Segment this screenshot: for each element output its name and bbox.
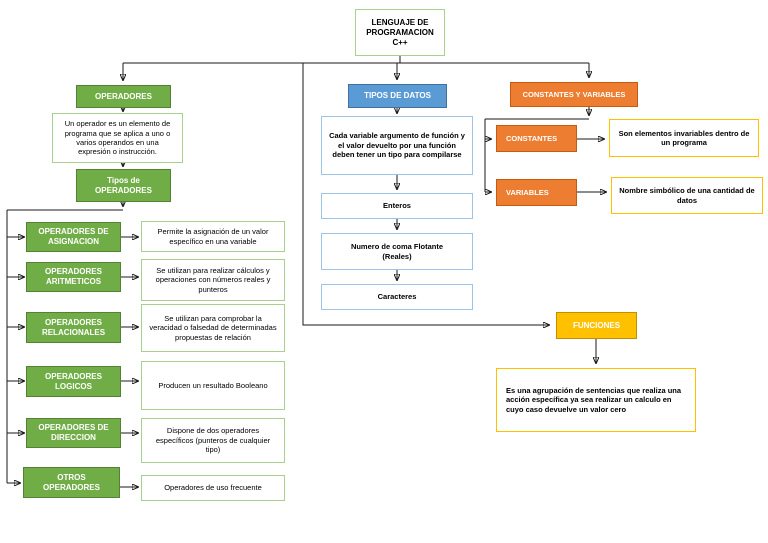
datatype-label: Numero de coma Flotante (Reales) [350,242,444,261]
datatype-label: Caracteres [377,292,417,302]
operator-desc-direccion-node: Dispone de dos operadores específicos (p… [141,418,285,463]
operator-desc-relacionales-node: Se utilizan para comprobar la veracidad … [141,304,285,352]
operadores-definition-text: Un operador es un elemento de programa q… [64,119,171,157]
operator-type-label: OTROS OPERADORES [43,472,100,492]
funciones-desc-node: Es una agrupación de sentencias que real… [496,368,696,432]
constantes-desc-text: Son elementos invariables dentro de un p… [618,128,750,147]
constantes-label: CONSTANTES [506,133,558,143]
operator-type-label: OPERADORES RELACIONALES [41,317,106,337]
operator-desc-text: Dispone de dos operadores específicos (p… [155,426,271,455]
funciones-node: FUNCIONES [556,312,637,339]
operator-type-aritmeticos-node: OPERADORES ARITMETICOS [26,262,121,292]
operator-desc-text: Producen un resultado Booleano [158,380,268,390]
operator-desc-aritmeticos-node: Se utilizan para realizar cálculos y ope… [141,259,285,301]
operator-type-label: OPERADORES DE ASIGNACION [38,227,109,246]
operator-type-direccion-node: OPERADORES DE DIRECCION [26,418,121,448]
operator-type-label: OPERADORES LOGICOS [45,371,102,391]
constantes-variables-node: CONSTANTES Y VARIABLES [510,82,638,107]
tipos-operadores-node: Tipos de OPERADORES [76,169,171,202]
variables-node: VARIABLES [496,179,577,206]
datatype-flotante-node: Numero de coma Flotante (Reales) [321,233,473,270]
tipos-datos-definition-text: Cada variable argumento de función y el … [329,131,465,160]
funciones-label: FUNCIONES [572,320,621,330]
connector-root-bus [123,56,589,80]
datatype-enteros-node: Enteros [321,193,473,219]
operator-desc-otros-node: Operadores de uso frecuente [141,475,285,501]
constantes-desc-node: Son elementos invariables dentro de un p… [609,119,759,157]
connector-operator-descriptions [120,237,138,487]
root-label: LENGUAJE DE PROGRAMACION C++ [366,17,434,47]
operadores-node: OPERADORES [76,85,171,108]
operator-type-asignacion-node: OPERADORES DE ASIGNACION [26,222,121,252]
operadores-definition-node: Un operador es un elemento de programa q… [52,113,183,163]
operator-type-logicos-node: OPERADORES LOGICOS [26,366,121,397]
variables-label: VARIABLES [506,187,549,197]
operator-type-otros-node: OTROS OPERADORES [23,467,120,498]
constantes-variables-label: CONSTANTES Y VARIABLES [522,89,626,99]
operator-desc-text: Se utilizan para realizar cálculos y ope… [155,265,271,294]
funciones-desc-text: Es una agrupación de sentencias que real… [506,385,682,414]
operator-desc-logicos-node: Producen un resultado Booleano [141,361,285,410]
variables-desc-text: Nombre simbólico de una cantidad de dato… [619,186,755,205]
operator-desc-asignacion-node: Permite la asignación de un valor especí… [141,221,285,252]
tipos-datos-node: TIPOS DE DATOS [348,84,447,108]
operator-desc-text: Se utilizan para comprobar la veracidad … [149,313,277,342]
datatype-label: Enteros [383,201,411,211]
tipos-datos-label: TIPOS DE DATOS [364,91,431,100]
variables-desc-node: Nombre simbólico de una cantidad de dato… [611,177,763,214]
constantes-node: CONSTANTES [496,125,577,152]
root-node: LENGUAJE DE PROGRAMACION C++ [355,9,445,56]
operator-desc-text: Operadores de uso frecuente [164,483,262,493]
operator-type-label: OPERADORES ARITMETICOS [45,267,102,286]
operator-type-label: OPERADORES DE DIRECCION [38,423,109,442]
tipos-operadores-label: Tipos de OPERADORES [95,175,152,195]
operator-type-relacionales-node: OPERADORES RELACIONALES [26,312,121,343]
tipos-datos-definition-node: Cada variable argumento de función y el … [321,116,473,175]
operator-desc-text: Permite la asignación de un valor especí… [157,227,269,246]
datatype-caracteres-node: Caracteres [321,284,473,310]
operadores-label: OPERADORES [95,91,152,101]
